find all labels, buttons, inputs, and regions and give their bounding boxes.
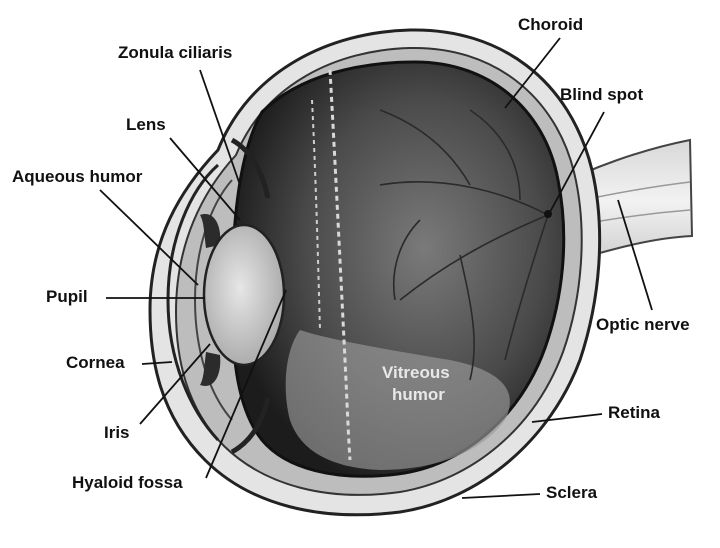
vitreous-humor-label-line1: Vitreous — [382, 364, 450, 381]
lens-shape — [204, 225, 284, 365]
lens-label: Lens — [126, 116, 166, 133]
zonula-ciliaris-label: Zonula ciliaris — [118, 44, 232, 61]
cornea-label: Cornea — [66, 354, 125, 371]
sclera-label: Sclera — [546, 484, 597, 501]
vitreous-humor-label-line2: humor — [392, 386, 445, 403]
aqueous-humor-label: Aqueous humor — [12, 168, 142, 185]
hyaloid-fossa-label: Hyaloid fossa — [72, 474, 183, 491]
iris-label: Iris — [104, 424, 130, 441]
choroid-label: Choroid — [518, 16, 583, 33]
pupil-label: Pupil — [46, 288, 88, 305]
retina-label: Retina — [608, 404, 660, 421]
blind-spot-label: Blind spot — [560, 86, 643, 103]
optic-nerve-label: Optic nerve — [596, 316, 690, 333]
